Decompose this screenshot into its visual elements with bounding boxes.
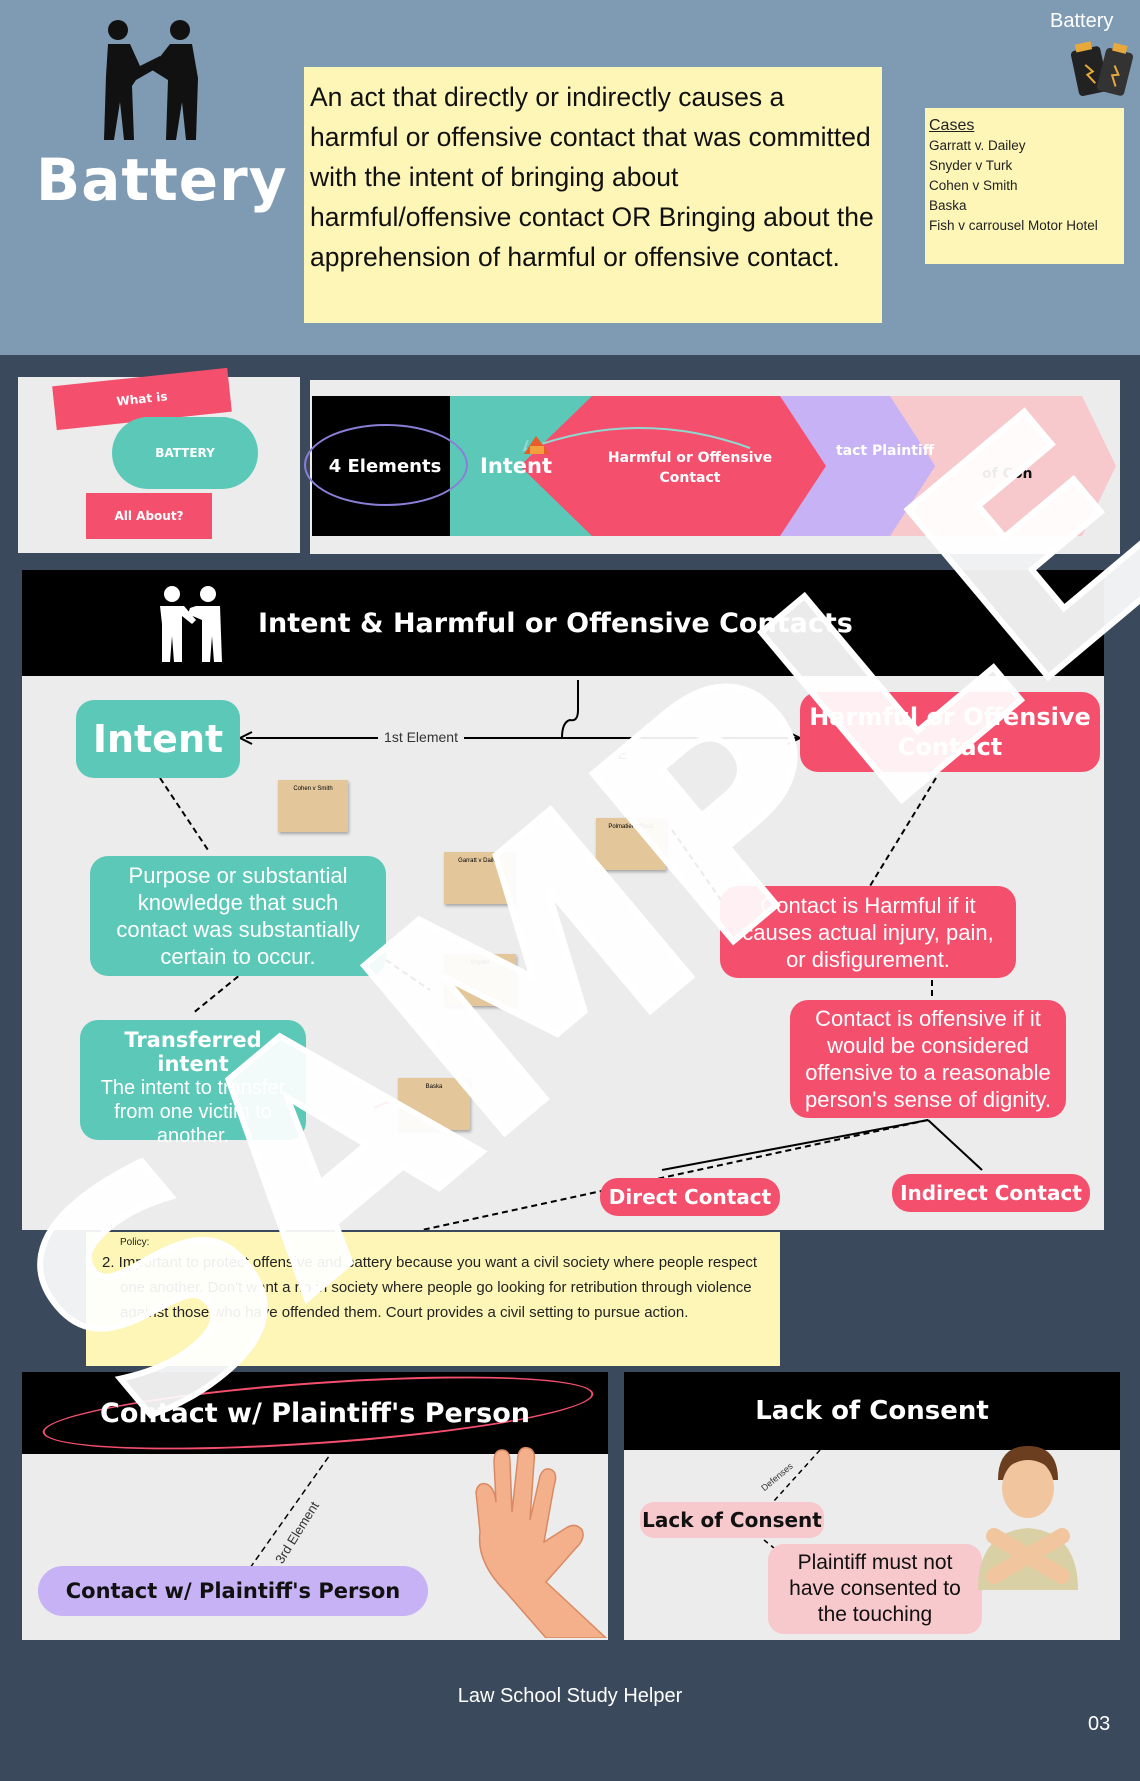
person-refusing-icon (978, 1446, 1078, 1590)
policy-note: Policy: 2. Important to protect offensiv… (86, 1232, 780, 1366)
case-item: Cohen v Smith (929, 178, 1018, 193)
all-about-label: All About? (86, 493, 212, 539)
harmful-definition-box: Contact is Harmful if it causes actual i… (720, 886, 1016, 978)
transferred-text: The intent to transfer from one victim t… (100, 1077, 286, 1147)
case-note: Garratt v Dailey (444, 852, 514, 904)
case-note: Baska (398, 1078, 470, 1130)
contact-connector (249, 1451, 333, 1569)
transferred-box: Transferred intent The intent to transfe… (80, 1020, 306, 1147)
consent-definition-box: Plaintiff must not have consented to the… (768, 1544, 982, 1634)
elements-circle (304, 424, 468, 506)
purpose-box: Purpose or substantial knowledge that su… (90, 856, 386, 976)
indirect-contact-pill: Indirect Contact (892, 1174, 1090, 1212)
intent-section: Intent & Harmful or Offensive Contacts I… (22, 570, 1104, 1230)
policy-line-2: 2. Important to protect offensive and ba… (102, 1254, 758, 1321)
offensive-definition-box: Contact is offensive if it would be cons… (790, 1000, 1066, 1118)
transferred-title: Transferred intent (124, 1028, 262, 1076)
consent-section-title: Lack of Consent (755, 1396, 989, 1426)
elements-label: 4 Elements (328, 456, 442, 477)
contact-section-title: Contact w/ Plaintiff's Person (100, 1398, 530, 1429)
case-note: Polmatier v Russ (596, 818, 666, 870)
battery-icon (1070, 41, 1134, 97)
lack-consent-pill: Lack of Consent (640, 1502, 824, 1538)
sample-watermark: SAMPLE (0, 347, 1140, 1496)
case-item: Fish v carrousel Motor Hotel (929, 218, 1098, 233)
case-item: Baska (929, 198, 967, 213)
what-is-card: What is BATTERY All About? (18, 367, 300, 553)
second-element-label: E (618, 746, 628, 762)
step-contact: tact Plaintiff (835, 443, 935, 459)
hand-icon (475, 1446, 608, 1638)
contact-section: Contact w/ Plaintiff's Person 3rd Elemen… (22, 1362, 608, 1640)
consent-section: Lack of Consent Defenses Lack of Consent… (624, 1372, 1120, 1640)
house-icon (524, 436, 550, 454)
harmful-pill: Harmful or Offensive Contact (800, 692, 1100, 772)
battery-cloud: BATTERY (112, 417, 258, 489)
case-note: Snyder (444, 954, 516, 1006)
case-note: Cohen v Smith (278, 780, 348, 832)
definition-box: An act that directly or indirectly cause… (304, 67, 882, 323)
case-item: Garratt v. Dailey (929, 138, 1026, 153)
cases-title: Cases (929, 117, 975, 134)
fighting-figures-icon (104, 20, 198, 140)
direct-contact-pill: Direct Contact (600, 1178, 780, 1216)
page-tag: Battery (1050, 10, 1114, 32)
watermark-text: SAMPLE (0, 350, 1140, 1493)
consent-section-header (624, 1372, 1120, 1450)
intent-pill: Intent (76, 700, 240, 778)
page-number: 03 (1088, 1713, 1111, 1735)
elements-banner: 4 Elements Intent Harmful or Offensive C… (304, 380, 1120, 554)
step-harmful: Harmful or Offensive Contact (607, 450, 773, 486)
policy-line-1: Policy: (120, 1237, 150, 1248)
connector-lines (159, 680, 983, 1230)
page-title: Battery (36, 146, 288, 214)
step-intent: Intent (480, 454, 553, 478)
intent-section-title: Intent & Harmful or Offensive Contacts (258, 608, 853, 639)
case-item: Snyder v Turk (929, 158, 1013, 173)
first-element-label: 1st Element (378, 728, 464, 747)
step-consent: of Con (982, 466, 1033, 482)
cases-box: Cases Garratt v. Dailey Snyder v Turk Co… (925, 108, 1124, 264)
contact-section-header (22, 1372, 608, 1454)
two-men-icon (160, 586, 222, 662)
footer-text: Law School Study Helper (457, 1685, 683, 1707)
contact-pill: Contact w/ Plaintiff's Person (38, 1566, 428, 1616)
